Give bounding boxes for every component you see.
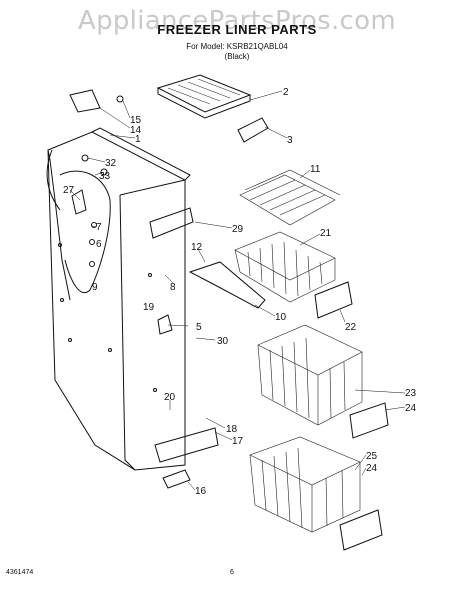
callout-label: 27	[63, 185, 75, 196]
part-3-trim	[237, 117, 269, 143]
callout-labels: 2 3 15 14 1 32 33 27 7 6 9 11 21 29 12 8…	[63, 87, 417, 497]
callout-label: 12	[191, 242, 203, 253]
part-29-trim	[149, 207, 194, 239]
callout-label: 7	[96, 222, 102, 233]
part-22-front	[314, 281, 353, 319]
basket-23	[257, 324, 363, 426]
callout-label: 30	[217, 336, 229, 347]
part-16-grille	[162, 469, 191, 489]
doc-number: 4361474	[6, 569, 34, 576]
callout-label: 24	[366, 463, 378, 474]
basket-25	[249, 436, 361, 533]
callout-label: 32	[105, 158, 117, 169]
page-title: FREEZER LINER PARTS	[157, 22, 317, 37]
watermark-text: AppliancePartsPros.com	[77, 6, 396, 36]
leader-lines	[69, 90, 406, 491]
callout-label: 10	[275, 312, 287, 323]
part-24-front-a	[349, 402, 389, 439]
model-number: For Model: KSRB21QABL04	[186, 42, 288, 51]
shelf-2	[156, 74, 252, 119]
callout-label: 22	[345, 322, 357, 333]
callout-label: 23	[405, 388, 417, 399]
callout-label: 29	[232, 224, 244, 235]
part-12-rail	[188, 261, 266, 309]
part-24-front-b	[339, 509, 383, 551]
callout-label: 20	[164, 392, 176, 403]
callout-label: 19	[143, 302, 155, 313]
callout-label: 25	[366, 451, 378, 462]
callout-label: 15	[130, 115, 142, 126]
part-19-bracket	[157, 314, 173, 335]
callout-label: 17	[232, 436, 244, 447]
wire-shelf-11	[239, 169, 341, 226]
callout-label: 6	[96, 239, 102, 250]
callout-label: 14	[130, 125, 142, 136]
callout-label: 3	[287, 135, 293, 146]
callout-label: 21	[320, 228, 332, 239]
freezer-liner	[46, 127, 191, 471]
callout-label: 16	[195, 486, 207, 497]
basket-21	[234, 231, 336, 303]
color-variant: (Black)	[224, 52, 250, 61]
part-15-bracket	[69, 89, 101, 113]
page-number: 6	[230, 569, 234, 576]
callout-label: 9	[92, 282, 98, 293]
callout-label: 5	[196, 322, 202, 333]
callout-label: 11	[310, 164, 321, 175]
callout-label: 18	[226, 424, 238, 435]
callout-label: 24	[405, 403, 417, 414]
callout-label: 8	[170, 282, 176, 293]
callout-label: 1	[135, 134, 141, 145]
callout-label: 33	[99, 171, 111, 182]
callout-label: 2	[283, 87, 289, 98]
part-17-trim	[154, 427, 219, 463]
